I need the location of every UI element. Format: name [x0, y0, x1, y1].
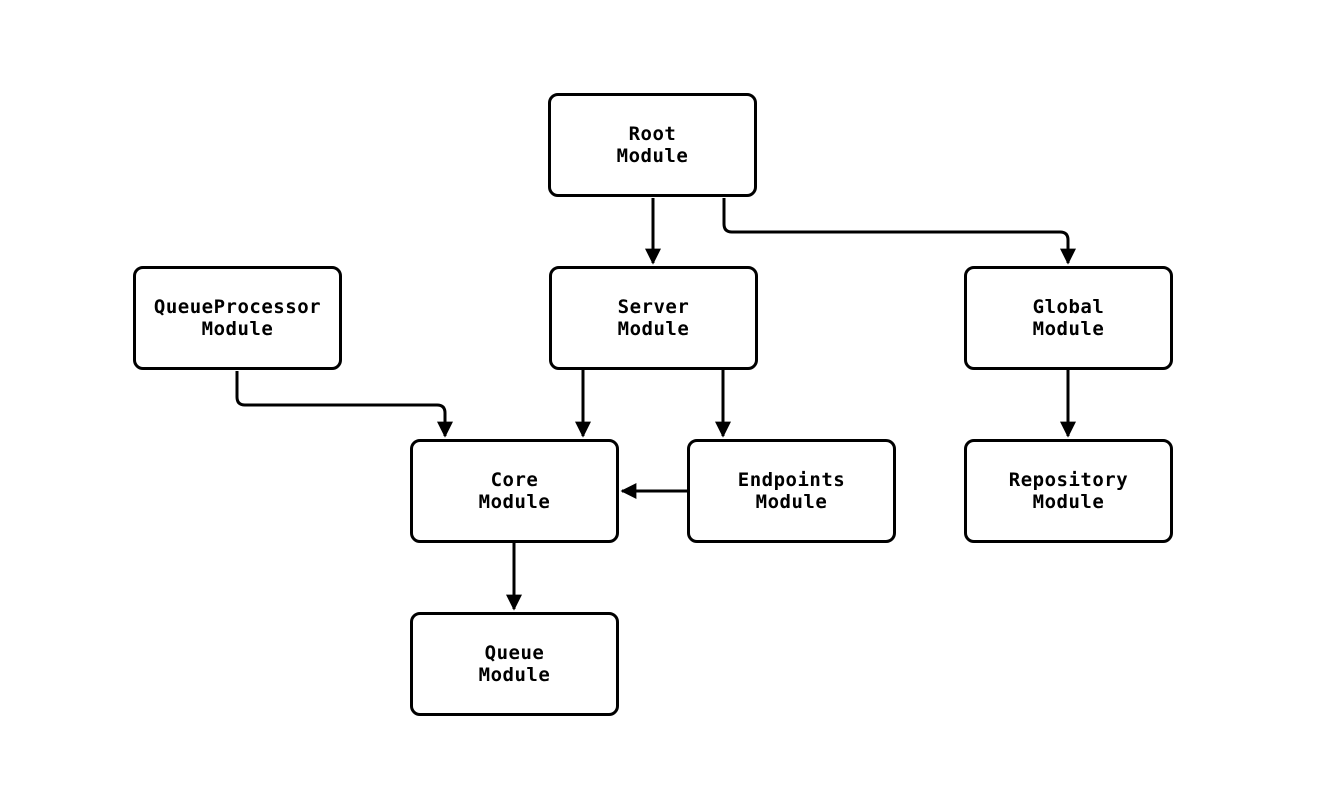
node-server-module: Server Module — [549, 266, 758, 370]
node-queueprocessor-module: QueueProcessor Module — [133, 266, 342, 370]
node-root-module: Root Module — [548, 93, 757, 197]
node-label: QueueProcessor Module — [153, 295, 322, 340]
node-core-module: Core Module — [410, 439, 619, 543]
node-label: Repository Module — [1008, 468, 1129, 513]
edge-root-to-global — [722, 198, 1076, 265]
node-label: Server Module — [617, 295, 690, 340]
node-label: Core Module — [478, 468, 551, 513]
node-queue-module: Queue Module — [410, 612, 619, 716]
node-label: Queue Module — [478, 641, 551, 686]
edge-queueprocessor-to-core — [235, 371, 453, 438]
node-label: Endpoints Module — [737, 468, 846, 513]
node-label: Global Module — [1032, 295, 1105, 340]
node-global-module: Global Module — [964, 266, 1173, 370]
node-repository-module: Repository Module — [964, 439, 1173, 543]
node-endpoints-module: Endpoints Module — [687, 439, 896, 543]
node-label: Root Module — [616, 122, 689, 167]
